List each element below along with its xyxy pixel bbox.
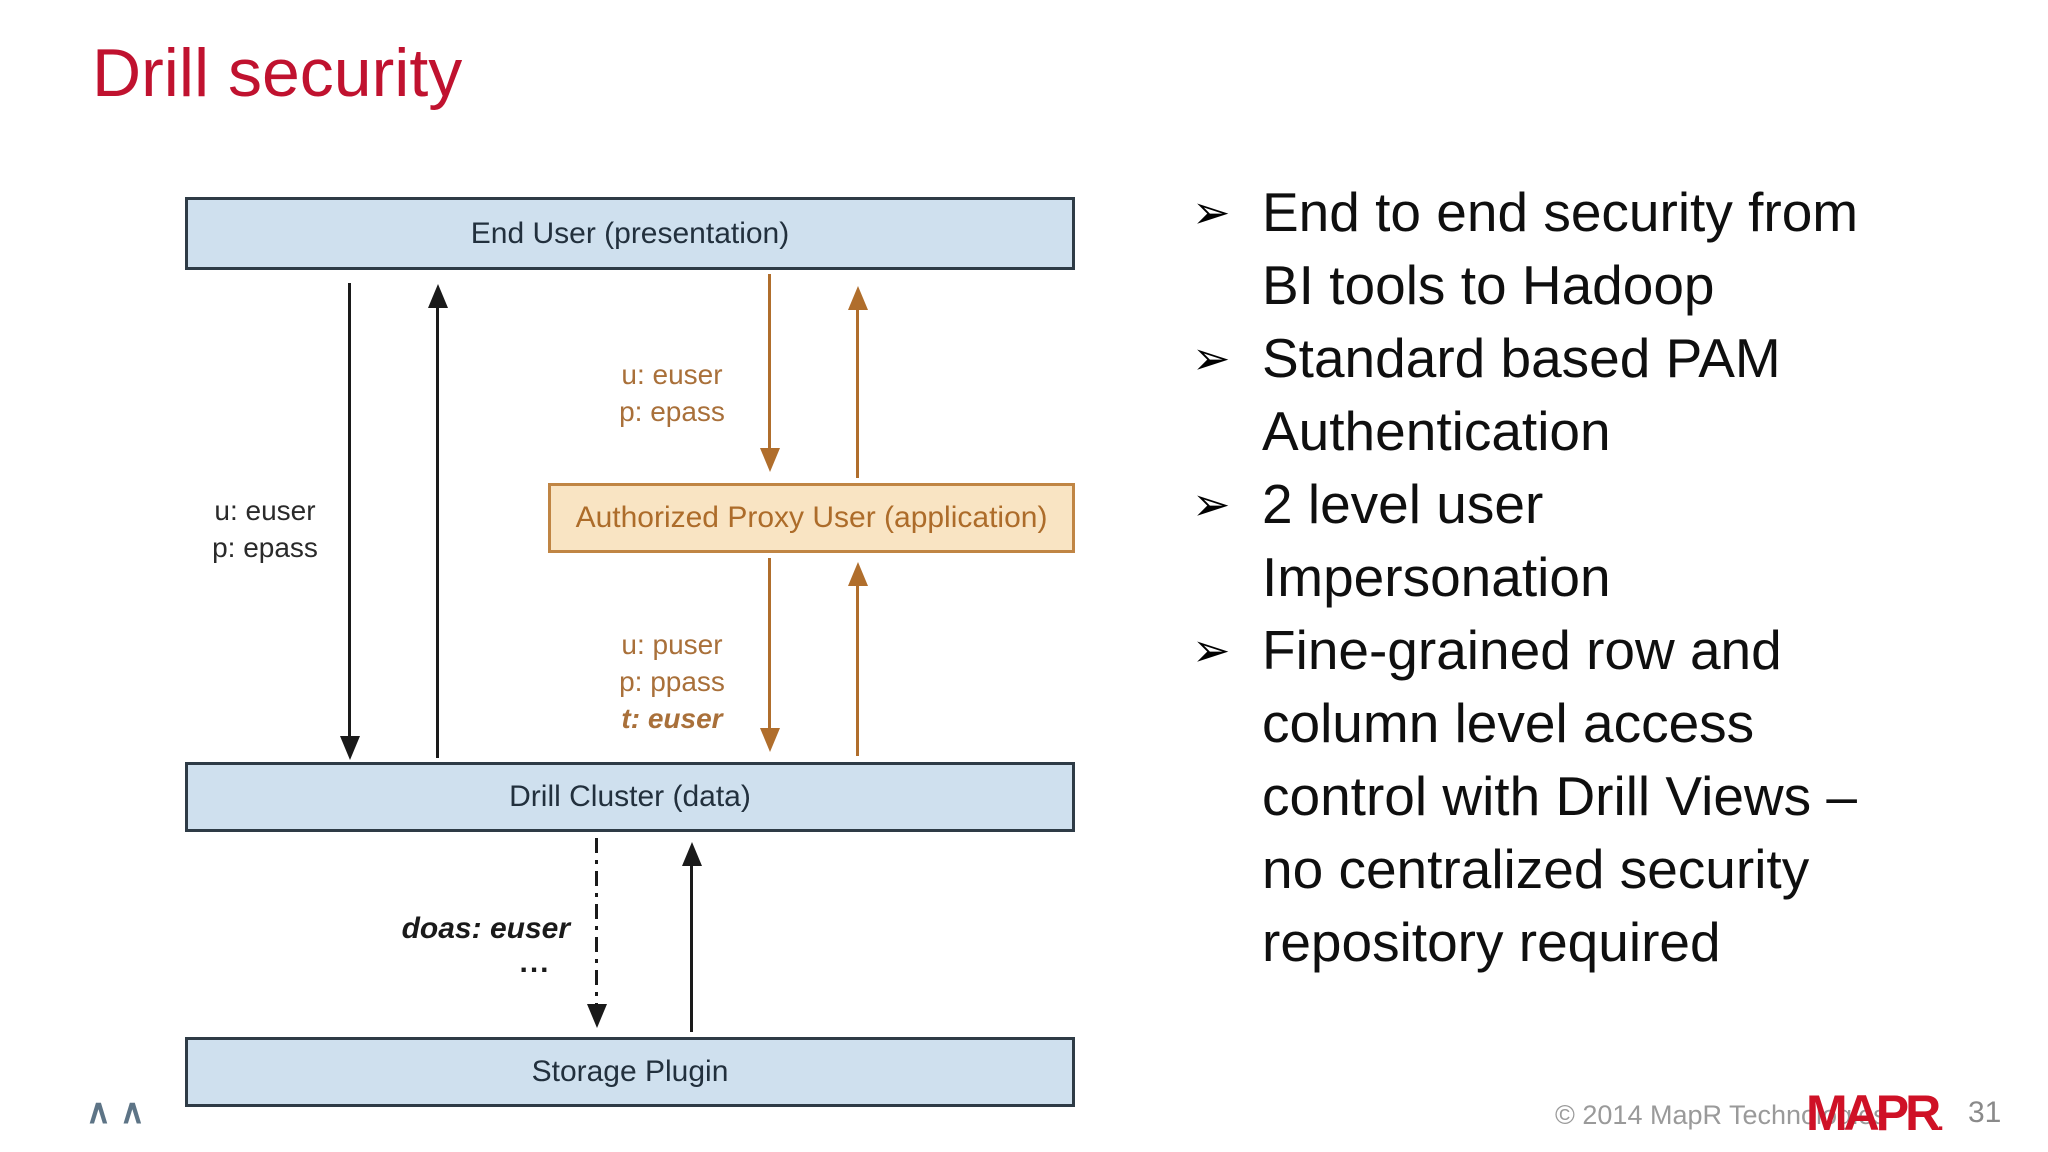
bullet-line: control with Drill Views – <box>1262 765 1858 827</box>
enduser-credentials-pass: p: epass <box>212 532 318 563</box>
bullet-list: ➢ End to end security from BI tools to H… <box>1192 176 2012 979</box>
end-user-box: End User (presentation) <box>185 197 1075 270</box>
proxy-inbound-user: u: euser <box>621 359 723 390</box>
enduser-credentials-user: u: euser <box>214 495 316 526</box>
security-flow-diagram: End User (presentation) Authorized Proxy… <box>185 197 1075 1107</box>
arrow-proxy-to-cluster-line <box>768 558 771 730</box>
mapr-logo: MAPR. <box>1806 1084 1944 1142</box>
arrow-proxy-to-enduser-line <box>856 308 859 478</box>
arrow-cluster-to-proxy-line <box>856 584 859 756</box>
bullet-line: Standard based PAM <box>1262 327 1781 389</box>
arrow-cluster-to-storage-dashed-line <box>595 838 598 1006</box>
arrow-cluster-to-storage-head-icon <box>587 1004 607 1028</box>
proxy-inbound-credentials-label: u: euser p: epass <box>592 356 752 430</box>
proxy-outbound-pass: p: ppass <box>619 666 725 697</box>
arrow-cluster-up-head-icon <box>428 284 448 308</box>
bullet-line: Authentication <box>1262 400 1611 462</box>
arrow-cluster-up-line <box>436 306 439 758</box>
bullet-line: Impersonation <box>1262 546 1611 608</box>
bullet-item-user-impersonation: ➢ 2 level user Impersonation <box>1192 468 2012 614</box>
proxy-outbound-credentials-label: u: puser p: ppass t: euser <box>592 626 752 737</box>
end-user-box-label: End User (presentation) <box>470 216 790 250</box>
doas-ellipsis-label: ... <box>519 946 551 979</box>
enduser-credentials-label: u: euser p: epass <box>190 492 340 566</box>
bullet-text: 2 level user Impersonation <box>1262 468 2012 614</box>
page-number: 31 <box>1968 1096 2002 1129</box>
arrow-cluster-to-proxy-head-icon <box>848 562 868 586</box>
drill-cluster-box-label: Drill Cluster (data) <box>509 780 751 813</box>
proxy-outbound-user: u: puser <box>621 629 723 660</box>
bullet-line: repository required <box>1262 911 1721 973</box>
bullet-item-pam-authentication: ➢ Standard based PAM Authentication <box>1192 322 2012 468</box>
bullet-line: no centralized security <box>1262 838 1810 900</box>
arrow-storage-to-cluster-line <box>690 864 693 1032</box>
bullet-line: column level access <box>1262 692 1755 754</box>
authorized-proxy-user-box: Authorized Proxy User (application) <box>548 483 1075 553</box>
bullet-arrow-icon: ➢ <box>1192 478 1231 530</box>
authorized-proxy-user-box-label: Authorized Proxy User (application) <box>575 501 1048 534</box>
proxy-outbound-target: t: euser <box>621 703 723 734</box>
copyright-text: © 2014 MapR Technologies <box>1555 1100 1887 1130</box>
storage-plugin-box: Storage Plugin <box>185 1037 1075 1107</box>
bullet-text: Standard based PAM Authentication <box>1262 322 2012 468</box>
bullet-item-end-to-end-security: ➢ End to end security from BI tools to H… <box>1192 176 2012 322</box>
arrow-proxy-to-enduser-head-icon <box>848 286 868 310</box>
arrow-enduser-to-proxy-line <box>768 274 771 450</box>
corner-chevrons-icon: ∧∧ <box>86 1093 154 1131</box>
drill-cluster-box: Drill Cluster (data) <box>185 762 1075 832</box>
bullet-item-fine-grained-access: ➢ Fine-grained row and column level acce… <box>1192 614 2012 979</box>
bullet-arrow-icon: ➢ <box>1192 624 1231 676</box>
bullet-line: BI tools to Hadoop <box>1262 254 1715 316</box>
arrow-enduser-to-proxy-head-icon <box>760 448 780 472</box>
proxy-inbound-pass: p: epass <box>619 396 725 427</box>
arrow-proxy-to-cluster-head-icon <box>760 728 780 752</box>
bullet-line: End to end security from <box>1262 181 1859 243</box>
doas-label: doas: euser <box>401 912 570 945</box>
bullet-text: Fine-grained row and column level access… <box>1262 614 2012 979</box>
bullet-line: Fine-grained row and <box>1262 619 1782 681</box>
mapr-logo-dot: . <box>1937 1109 1944 1136</box>
slide-title: Drill security <box>92 35 463 111</box>
bullet-arrow-icon: ➢ <box>1192 332 1231 384</box>
mapr-logo-text: MAPR <box>1806 1085 1941 1141</box>
arrow-enduser-down-line <box>348 283 351 738</box>
bullet-arrow-icon: ➢ <box>1192 186 1231 238</box>
arrow-enduser-down-head-icon <box>340 736 360 760</box>
bullet-text: End to end security from BI tools to Had… <box>1262 176 2012 322</box>
storage-plugin-box-label: Storage Plugin <box>531 1055 729 1088</box>
arrow-storage-to-cluster-head-icon <box>682 842 702 866</box>
bullet-line: 2 level user <box>1262 473 1544 535</box>
